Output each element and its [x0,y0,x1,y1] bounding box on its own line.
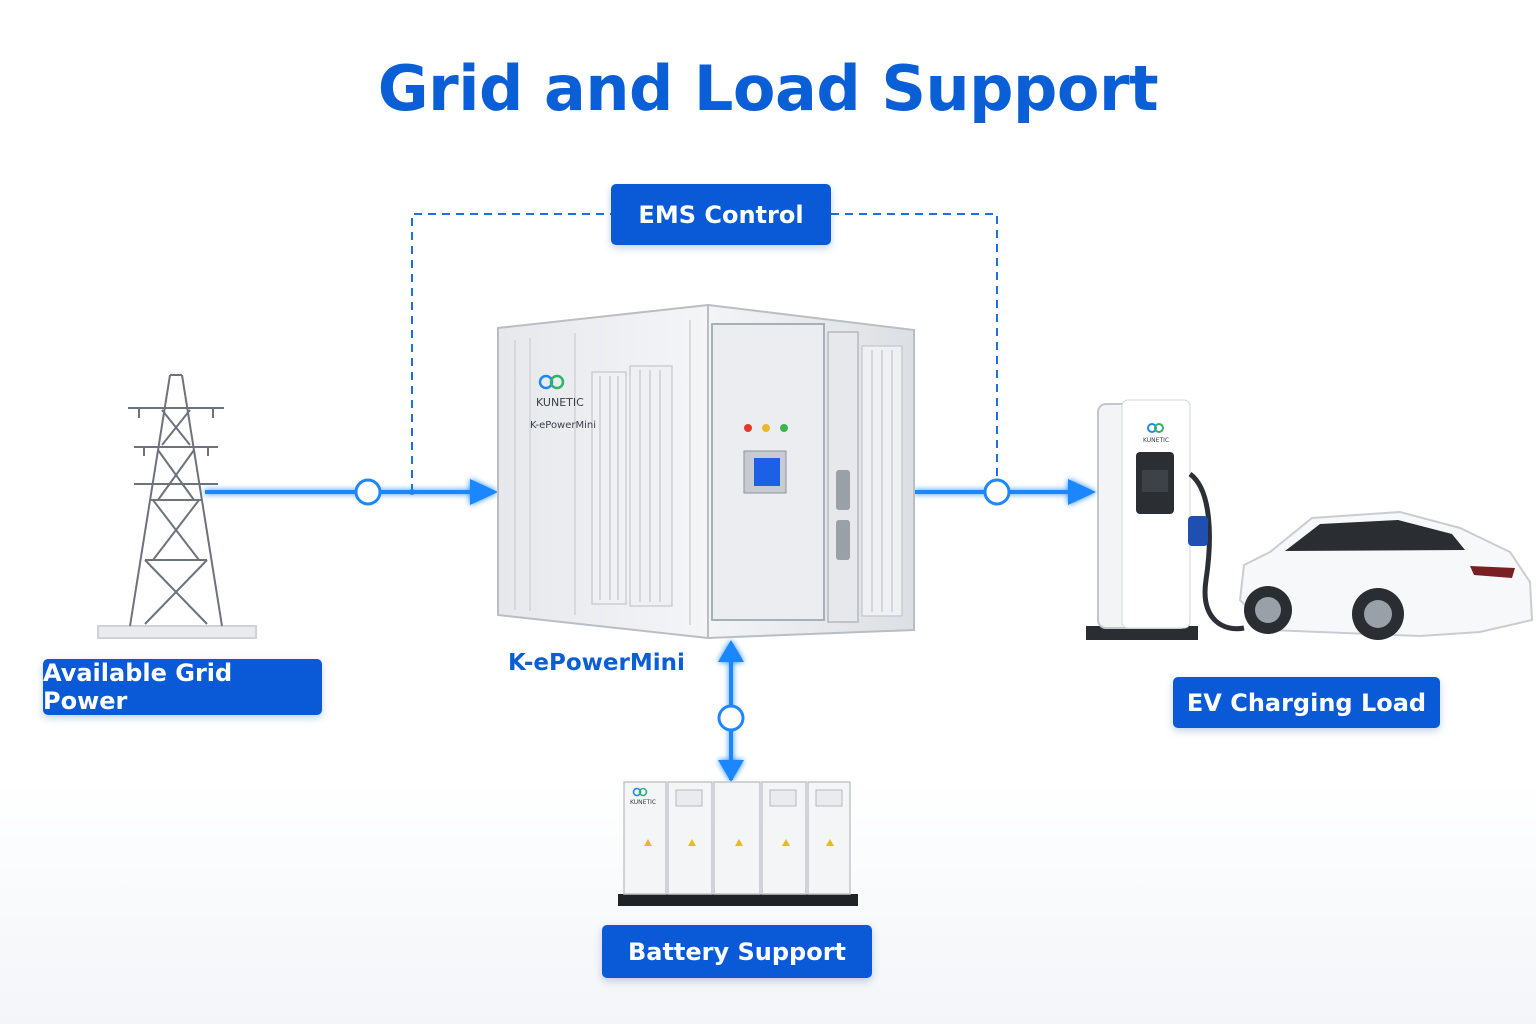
grid-ems-junction [409,489,415,495]
indicator-light-green [780,424,788,432]
container-model: K-ePowerMini [530,420,596,431]
container-icon: KUNETIC K-ePowerMini [497,303,915,640]
container-vent-right [861,345,903,617]
charger-icon: KUNETIC [1086,399,1245,640]
battery-cabinet-icon: KUNETIC [618,781,858,906]
grid-power-label: Available Grid Power [43,659,322,715]
battery-brand: KUNETIC [630,799,656,806]
kunetic-logo-icon [538,374,565,390]
car-icon [1238,510,1534,640]
battery-support-label: Battery Support [602,925,872,978]
charger-brand: KUNETIC [1143,437,1169,444]
load-flow-node [983,478,1011,506]
ev-charging-label: EV Charging Load [1173,677,1440,728]
ems-control-lines [411,213,998,492]
indicator-light-red [744,424,752,432]
ems-control-label: EMS Control [611,184,831,245]
grid-flow-node [354,478,382,506]
grid-flow-arrow [205,479,498,505]
device-name-label: K-ePowerMini [508,650,685,676]
battery-flow-node [717,704,745,732]
indicator-light-yellow [762,424,770,432]
page-title: Grid and Load Support [377,52,1159,125]
container-brand: KUNETIC [536,396,584,409]
transmission-tower-icon [97,374,257,639]
container-vent-left [591,365,673,607]
